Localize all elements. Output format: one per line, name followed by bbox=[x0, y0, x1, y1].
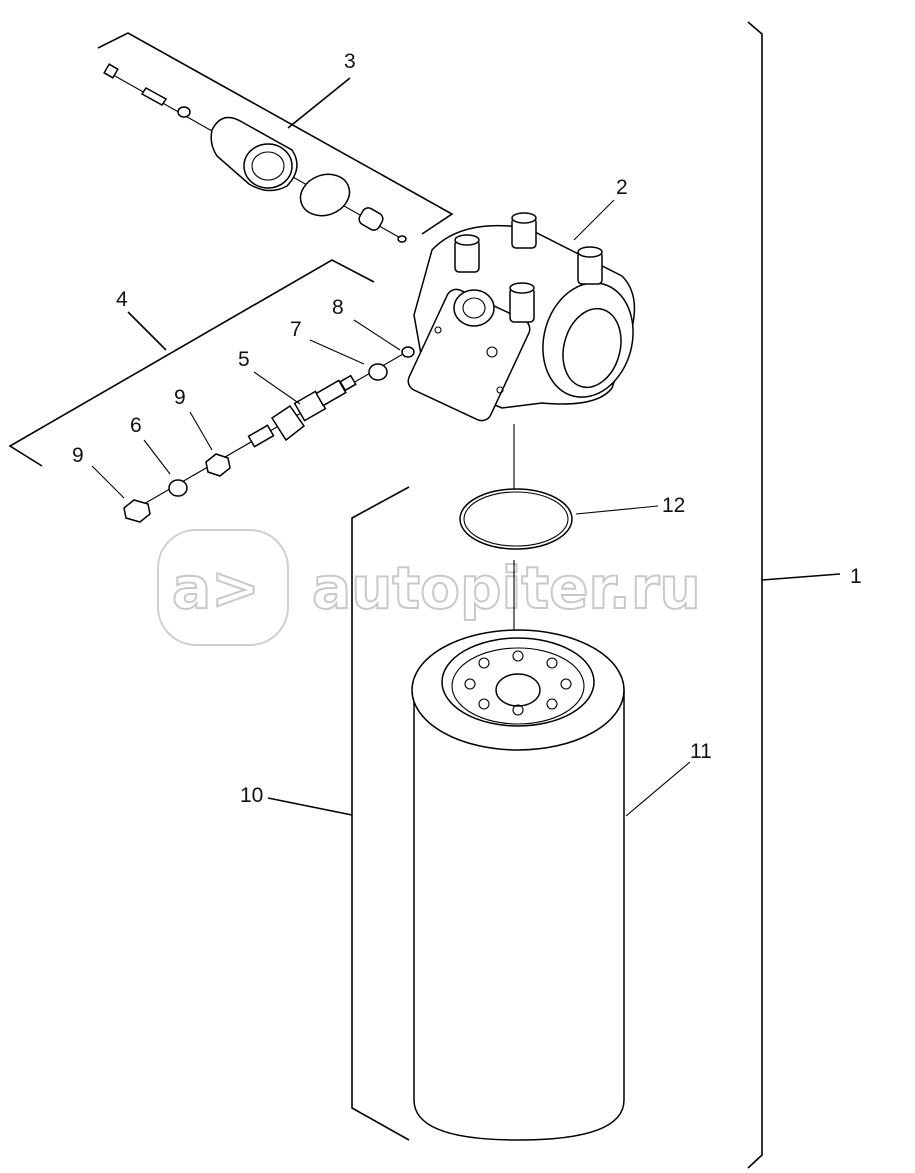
callout-3: 3 bbox=[344, 50, 356, 73]
callout-5: 5 bbox=[238, 348, 250, 371]
callout-1: 1 bbox=[850, 565, 862, 588]
pressure-switch-assembly bbox=[123, 346, 415, 523]
assembly-bracket bbox=[747, 21, 841, 1169]
bracket-group-4 bbox=[8, 259, 375, 467]
nut-9-lower bbox=[123, 499, 151, 523]
callout-12: 12 bbox=[662, 494, 685, 517]
watermark-logo: a> bbox=[172, 554, 260, 622]
callout-6: 6 bbox=[130, 414, 142, 437]
o-ring bbox=[459, 424, 573, 550]
bracket-group-10 bbox=[351, 486, 410, 1141]
leader-lines bbox=[91, 199, 691, 817]
bracket-group-3 bbox=[97, 32, 454, 235]
watermark-logo-box bbox=[157, 529, 289, 646]
watermark: a> autopiter.ru bbox=[157, 529, 702, 646]
callout-4: 4 bbox=[116, 288, 128, 311]
callout-labels: 1 2 3 4 5 6 7 8 9 9 10 11 12 bbox=[72, 50, 862, 807]
filter-element bbox=[411, 560, 625, 1141]
washer-7 bbox=[368, 363, 388, 381]
callout-9-upper: 9 bbox=[174, 386, 186, 409]
relief-valve-assembly bbox=[103, 63, 407, 243]
callout-10: 10 bbox=[240, 784, 263, 807]
switch-5 bbox=[247, 374, 357, 448]
ring-8 bbox=[401, 346, 415, 358]
filter-element-holes bbox=[464, 650, 572, 716]
nut-9-upper bbox=[205, 453, 231, 477]
watermark-site: autopiter.ru bbox=[312, 554, 701, 622]
callout-7: 7 bbox=[290, 318, 302, 341]
filter-head bbox=[407, 212, 636, 422]
callout-2: 2 bbox=[616, 176, 628, 199]
callout-9-lower: 9 bbox=[72, 444, 84, 467]
callout-8: 8 bbox=[332, 296, 344, 319]
callout-11: 11 bbox=[690, 740, 712, 763]
washer-6 bbox=[168, 479, 188, 497]
filter-head-ports bbox=[454, 212, 603, 323]
